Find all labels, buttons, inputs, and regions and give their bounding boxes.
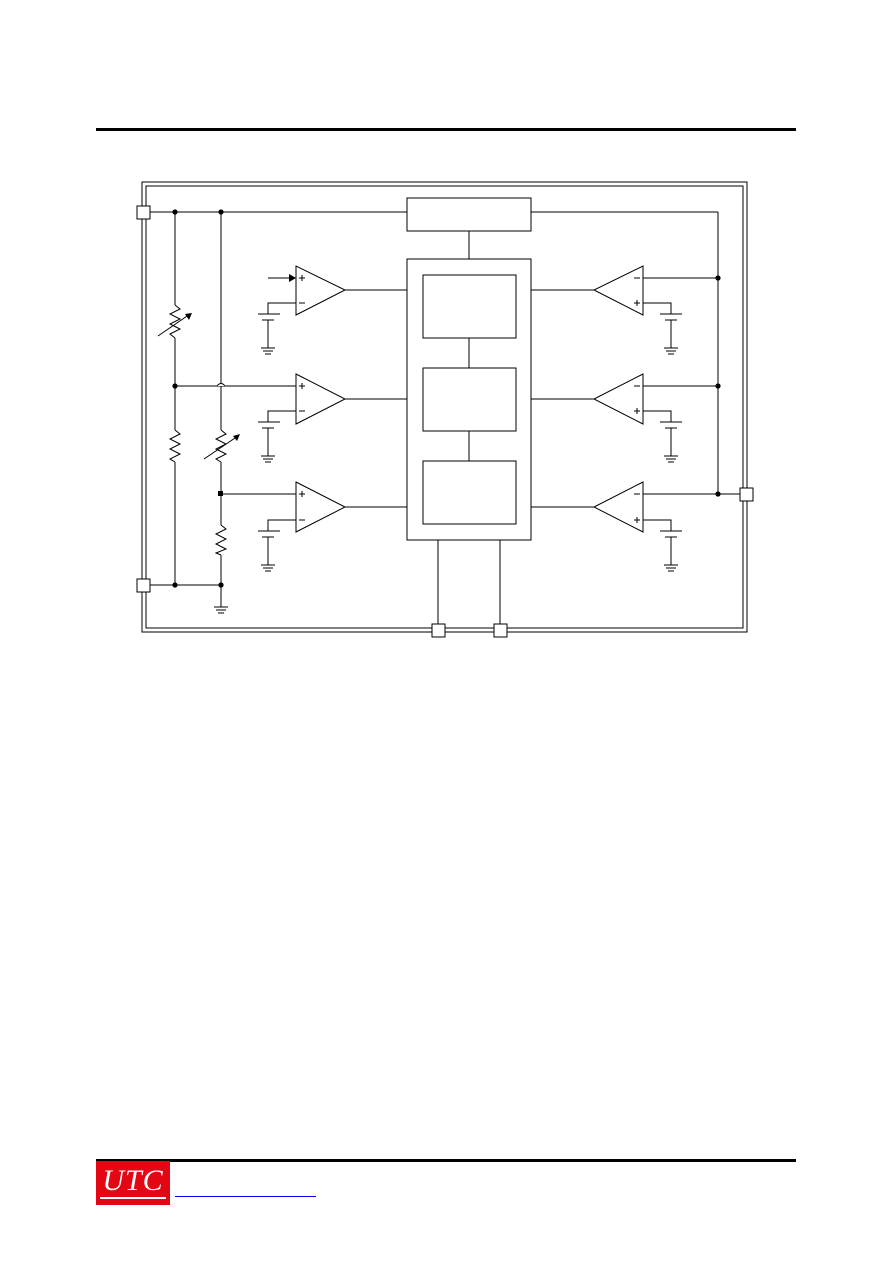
footer-rule xyxy=(96,1159,796,1162)
logic-block-3 xyxy=(422,460,517,525)
logo-text: UTC xyxy=(102,1164,164,1197)
logic-block-2 xyxy=(422,367,517,432)
comparator-right-1 xyxy=(592,265,644,316)
logic-container xyxy=(406,258,532,541)
variable-resistor-2 xyxy=(214,429,228,463)
fixed-resistor-2 xyxy=(214,524,228,556)
fixed-resistor-1 xyxy=(168,429,182,463)
outer-border xyxy=(141,181,748,633)
logic-block-1 xyxy=(422,274,517,339)
pin-right xyxy=(739,487,754,502)
variable-resistor-1 xyxy=(168,304,182,339)
comparator-left-3 xyxy=(295,481,347,533)
footer-link[interactable] xyxy=(175,1180,316,1197)
logo-underline xyxy=(100,1197,166,1199)
pin-bottom-1 xyxy=(431,623,446,638)
inner-border xyxy=(145,185,744,629)
comparator-left-2 xyxy=(295,373,347,425)
utc-logo: UTC xyxy=(96,1161,170,1205)
comparator-left-1 xyxy=(295,265,347,316)
comparator-right-3 xyxy=(592,481,644,533)
top-block xyxy=(406,197,532,232)
pin-bottom-2 xyxy=(493,623,508,638)
pin-top-left xyxy=(136,205,151,220)
pin-bottom-left xyxy=(136,578,151,593)
comparator-right-2 xyxy=(592,373,644,425)
header-rule xyxy=(96,128,796,131)
